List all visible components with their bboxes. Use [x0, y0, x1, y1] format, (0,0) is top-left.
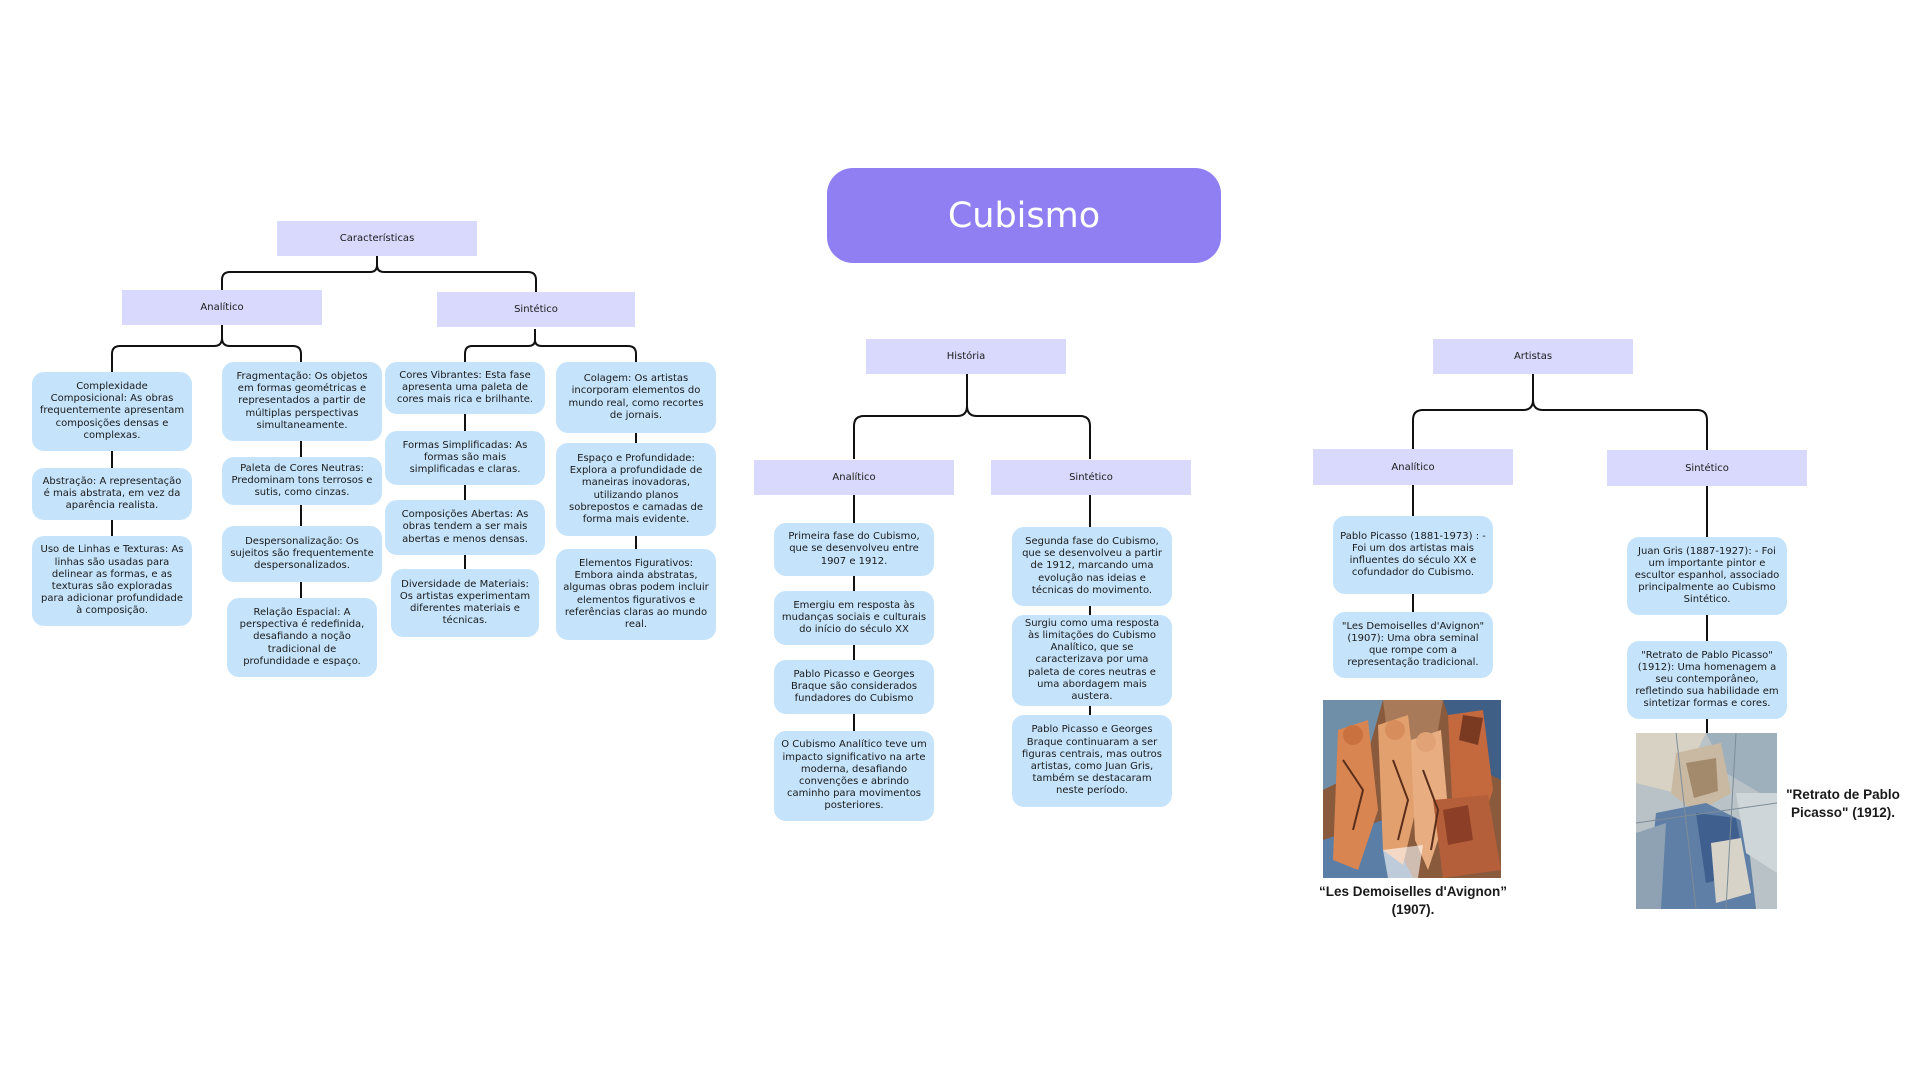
- note-pablo-picasso: Pablo Picasso (1881-1973) : - Foi um dos…: [1333, 516, 1493, 594]
- note-paleta-neutra: Paleta de Cores Neutras: Predominam tons…: [222, 457, 382, 505]
- page-title: Cubismo: [827, 168, 1221, 263]
- note-cores-vibrantes: Cores Vibrantes: Esta fase apresenta uma…: [385, 362, 545, 414]
- note-complexidade: Complexidade Composicional: As obras fre…: [32, 372, 192, 451]
- note-impacto: O Cubismo Analítico teve um impacto sign…: [774, 731, 934, 821]
- note-les-demoiselles: "Les Demoiselles d'Avignon" (1907): Uma …: [1333, 612, 1493, 678]
- retrato-picasso-painting: [1636, 733, 1777, 909]
- note-segunda-fase: Segunda fase do Cubismo, que se desenvol…: [1012, 527, 1172, 606]
- artistas-sintetico-header: Sintético: [1607, 450, 1807, 486]
- note-despersonalizacao: Despersonalização: Os sujeitos são frequ…: [222, 526, 382, 582]
- note-espaco-profundidade: Espaço e Profundidade: Explora a profund…: [556, 443, 716, 536]
- note-juan-gris: Juan Gris (1887-1927): - Foi um importan…: [1627, 537, 1787, 615]
- note-formas-simplificadas: Formas Simplificadas: As formas são mais…: [385, 431, 545, 485]
- les-demoiselles-painting: [1323, 700, 1501, 878]
- note-composicoes-abertas: Composições Abertas: As obras tendem a s…: [385, 500, 545, 555]
- note-colagem: Colagem: Os artistas incorporam elemento…: [556, 362, 716, 433]
- historia-header: História: [866, 339, 1066, 374]
- note-surgiu: Surgiu como uma resposta às limitações d…: [1012, 615, 1172, 706]
- note-retrato-picasso: "Retrato de Pablo Picasso" (1912): Uma h…: [1627, 641, 1787, 719]
- note-relacao-espacial: Relação Espacial: A perspectiva é redefi…: [227, 598, 377, 677]
- artistas-header: Artistas: [1433, 339, 1633, 374]
- note-figuras-centrais: Pablo Picasso e Georges Braque continuar…: [1012, 715, 1172, 807]
- retrato-picasso-caption: "Retrato de Pablo Picasso" (1912).: [1786, 787, 1900, 821]
- note-linhas-texturas: Uso de Linhas e Texturas: As linhas são …: [32, 536, 192, 626]
- note-diversidade-materiais: Diversidade de Materiais: Os artistas ex…: [391, 569, 539, 637]
- caracteristicas-analitico-header: Analítico: [122, 290, 322, 325]
- note-elementos-figurativos: Elementos Figurativos: Embora ainda abst…: [556, 549, 716, 640]
- note-fragmentacao: Fragmentação: Os objetos em formas geomé…: [222, 362, 382, 441]
- caracteristicas-header: Características: [277, 221, 477, 256]
- les-demoiselles-caption: “Les Demoiselles d'Avignon” (1907).: [1318, 884, 1507, 918]
- artistas-analitico-header: Analítico: [1313, 449, 1513, 485]
- note-fundadores: Pablo Picasso e Georges Braque são consi…: [774, 660, 934, 714]
- historia-analitico-header: Analítico: [754, 460, 954, 495]
- caracteristicas-sintetico-header: Sintético: [437, 292, 635, 327]
- note-abstracao: Abstração: A representação é mais abstra…: [32, 468, 192, 520]
- note-emergiu: Emergiu em resposta às mudanças sociais …: [774, 591, 934, 645]
- historia-sintetico-header: Sintético: [991, 460, 1191, 495]
- note-primeira-fase: Primeira fase do Cubismo, que se desenvo…: [774, 523, 934, 576]
